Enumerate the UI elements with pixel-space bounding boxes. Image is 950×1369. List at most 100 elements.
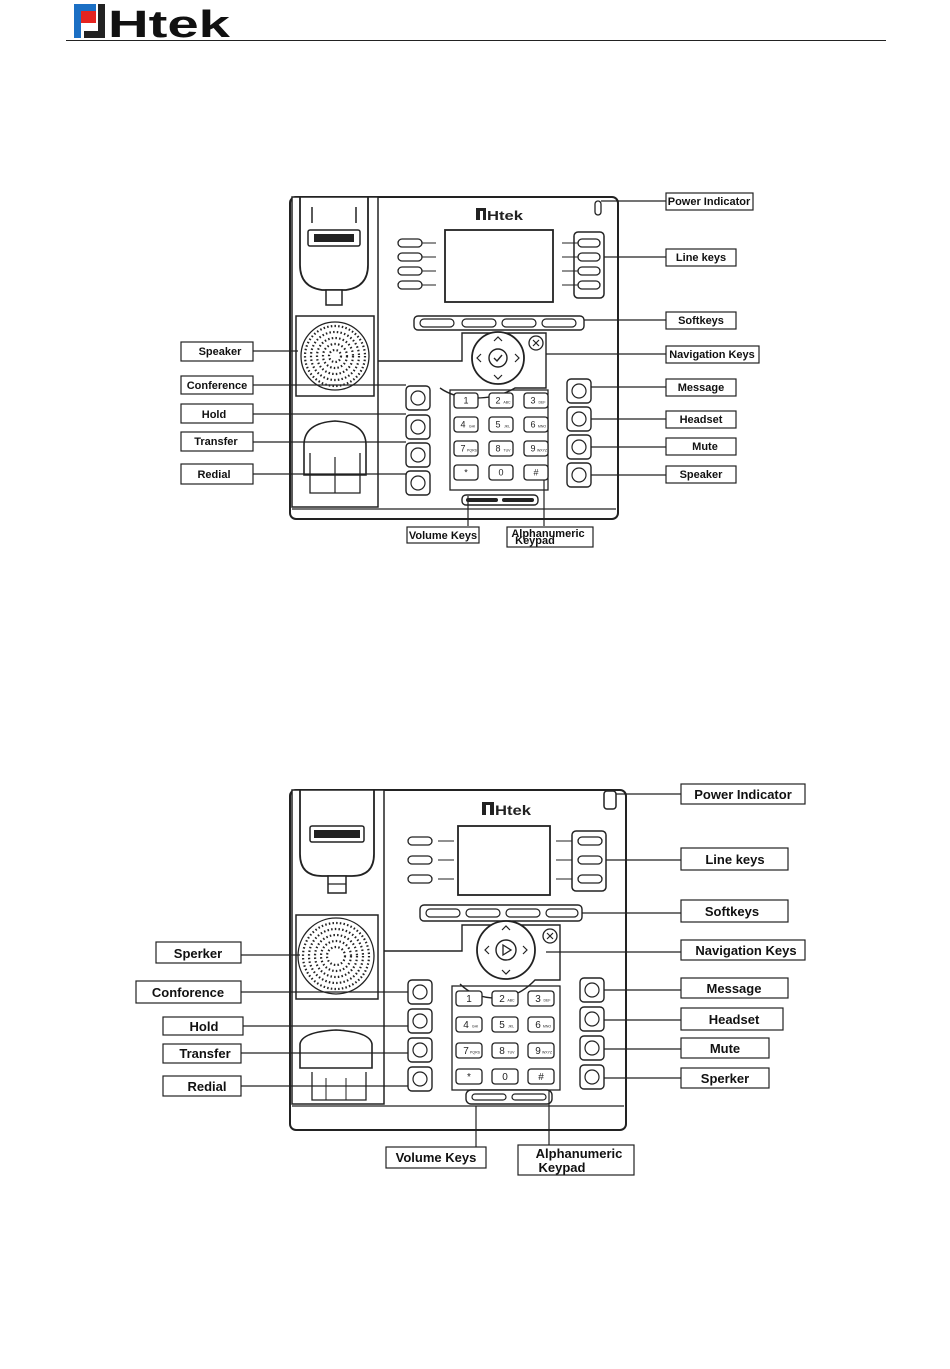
left-line-keys[interactable] — [397, 238, 436, 290]
callout-speaker-right: Speaker — [680, 469, 724, 481]
key-6[interactable] — [527, 1016, 555, 1033]
callout-keypad: Keypad — [515, 535, 555, 547]
key-label: 2 — [495, 396, 500, 406]
key-sublabel: ABC — [507, 999, 515, 1003]
key-12[interactable] — [527, 1068, 555, 1085]
right-line-keys[interactable] — [562, 231, 605, 299]
left-feature-keys[interactable] — [405, 385, 431, 496]
key-label: 3 — [530, 396, 535, 406]
key-sublabel: WXYZ — [542, 1051, 553, 1055]
phone-logo: Htek — [482, 802, 531, 818]
callout-softkeys: Softkeys — [678, 315, 724, 327]
callout-mute: Mute — [692, 441, 718, 453]
key-label: # — [538, 1072, 544, 1083]
volume-keys-bar[interactable] — [461, 494, 539, 506]
callout-headset: Headset — [680, 414, 723, 426]
callout-redial: Redial — [187, 1079, 226, 1094]
key-11[interactable] — [491, 1068, 519, 1085]
callout-volume-keys: Volume Keys — [396, 1150, 477, 1165]
key-sublabel: PQRS — [467, 449, 478, 453]
left-line-keys[interactable] — [407, 836, 454, 884]
key-2[interactable] — [491, 990, 519, 1007]
key-7[interactable] — [453, 440, 479, 457]
key-10[interactable] — [453, 464, 479, 481]
key-label: 9 — [535, 1046, 541, 1057]
key-sublabel: GHI — [469, 425, 475, 429]
callout-navigation-keys: Navigation Keys — [669, 349, 755, 361]
navigation-cluster[interactable] — [378, 331, 547, 399]
key-sublabel: MNO — [543, 1025, 551, 1029]
phone-diagram-2: Htek — [0, 770, 950, 1180]
callout-message: Message — [707, 981, 762, 996]
keypad-outline — [449, 389, 549, 491]
right-line-keys[interactable] — [556, 830, 607, 892]
callout-line-keys: Line keys — [705, 852, 764, 867]
callout-navigation-keys: Navigation Keys — [695, 943, 796, 958]
key-sublabel: TUV — [508, 1051, 516, 1055]
callout-mute: Mute — [710, 1041, 740, 1056]
phone-diagram-1-svg: Htek — [180, 192, 760, 548]
callout-message: Message — [678, 382, 724, 394]
key-sublabel: DEF — [544, 999, 551, 1003]
lcd-screen — [457, 825, 551, 896]
key-7[interactable] — [455, 1042, 483, 1059]
key-9[interactable] — [527, 1042, 555, 1059]
key-10[interactable] — [455, 1068, 483, 1085]
callout-softkeys: Softkeys — [705, 904, 759, 919]
key-sublabel: GHI — [472, 1025, 478, 1029]
lcd-screen — [444, 229, 554, 303]
svg-text:Htek: Htek — [487, 208, 524, 223]
callouts — [180, 192, 760, 548]
key-sublabel: PQRS — [470, 1051, 481, 1055]
callout-speaker-right: Sperker — [701, 1071, 749, 1086]
key-label: 0 — [498, 468, 503, 478]
key-11[interactable] — [488, 464, 514, 481]
key-1[interactable] — [453, 392, 479, 409]
key-sublabel: JKL — [508, 1025, 514, 1029]
key-label: 3 — [535, 994, 541, 1005]
key-sublabel: MNO — [538, 425, 546, 429]
leader-lines — [253, 200, 666, 526]
key-5[interactable] — [488, 416, 514, 433]
callout-conference: Conference — [187, 380, 248, 392]
key-label: 0 — [502, 1072, 508, 1083]
softkeys[interactable] — [419, 904, 583, 922]
key-label: 1 — [466, 994, 472, 1005]
key-label: 7 — [463, 1046, 469, 1057]
key-9[interactable] — [523, 440, 549, 457]
callout-speaker-left: Sperker — [174, 946, 222, 961]
callout-line-keys: Line keys — [676, 252, 726, 264]
key-label: 4 — [460, 420, 465, 430]
volume-keys-bar[interactable] — [465, 1089, 553, 1105]
key-12[interactable] — [523, 464, 549, 481]
key-8[interactable] — [488, 440, 514, 457]
callout-volume-keys: Volume Keys — [409, 530, 477, 542]
key-4[interactable] — [453, 416, 479, 433]
callout-alphanumeric: Alphanumeric — [536, 1146, 623, 1161]
htek-header-logo: Htek — [74, 4, 231, 40]
key-5[interactable] — [491, 1016, 519, 1033]
key-3[interactable] — [523, 392, 549, 409]
key-label: # — [533, 468, 538, 478]
phone-illustration: Htek — [289, 789, 627, 1131]
key-label: 9 — [530, 444, 535, 454]
callout-speaker-left: Speaker — [199, 346, 243, 358]
key-8[interactable] — [491, 1042, 519, 1059]
key-label: 4 — [463, 1020, 469, 1031]
key-sublabel: JKL — [504, 425, 510, 429]
key-sublabel: ABC — [503, 401, 511, 405]
key-1[interactable] — [455, 990, 483, 1007]
key-sublabel: WXYZ — [537, 449, 548, 453]
key-6[interactable] — [523, 416, 549, 433]
softkeys[interactable] — [413, 315, 585, 331]
key-4[interactable] — [455, 1016, 483, 1033]
phone-illustration: Htek — [289, 196, 619, 520]
key-3[interactable] — [527, 990, 555, 1007]
key-label: 2 — [499, 994, 505, 1005]
right-feature-keys[interactable] — [566, 378, 592, 488]
key-2[interactable] — [488, 392, 514, 409]
left-feature-keys[interactable] — [407, 979, 433, 1092]
right-feature-keys[interactable] — [579, 977, 605, 1090]
